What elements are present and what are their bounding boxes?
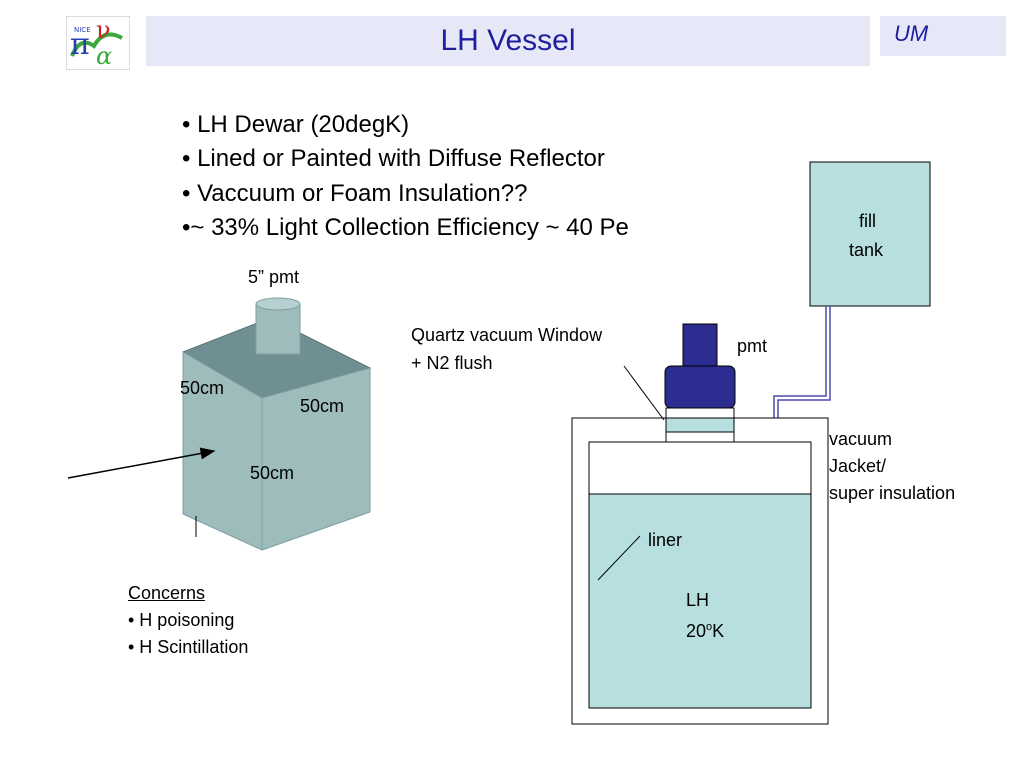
cube-dim-right: 50cm [300, 396, 345, 416]
liner-leader-line [597, 535, 641, 581]
lh-temp-unit: K [712, 621, 725, 641]
liner-label: liner [648, 530, 683, 550]
quartz-window-layer [665, 417, 735, 433]
window-label-line1: Quartz vacuum Window [411, 325, 603, 345]
window-leader-line [623, 365, 665, 421]
liquid-hydrogen [588, 493, 812, 709]
concerns-list: Concerns • H poisoning • H Scintillation [128, 580, 248, 661]
um-badge-label: UM [894, 21, 929, 46]
pmt-label: pmt [737, 336, 768, 356]
bullet-item: • Lined or Painted with Diffuse Reflecto… [182, 145, 605, 173]
lh-label: LH [686, 590, 710, 610]
cube-pmt-cylinder-top [255, 297, 301, 311]
page-title: LH Vessel [440, 24, 576, 57]
fill-tank [809, 161, 931, 307]
window-label-line2: + N2 flush [411, 353, 493, 373]
jacket-label-line3: super insulation [829, 483, 956, 503]
bullet-item: •~ 33% Light Collection Efficiency ~ 40 … [182, 214, 629, 242]
logo-text: NICE [74, 26, 91, 34]
bullet-list: • LH Dewar (20degK) • Lined or Painted w… [182, 108, 629, 246]
fill-tank-label-line2: tank [849, 240, 884, 260]
cube-dim-left: 50cm [180, 378, 225, 398]
concern-item: • H poisoning [128, 610, 235, 630]
cube-dim-front: 50cm [250, 463, 295, 483]
concerns-heading: Concerns [128, 583, 206, 603]
lh-temp-degree: o [706, 621, 713, 633]
cube-pmt-cylinder [255, 303, 301, 355]
concern-item: • H Scintillation [128, 637, 249, 657]
svg-text:α: α [96, 42, 112, 70]
pi-nu-logo-icon: π ν α NICE [65, 15, 131, 71]
lh-temp-value: 20 [686, 621, 707, 641]
title-bar: LH Vessel [146, 16, 870, 66]
pmt-body [664, 365, 736, 409]
um-badge: UM [880, 16, 1006, 56]
beam-arrow [67, 447, 216, 479]
fill-tank-label-line1: fill [859, 211, 876, 231]
cube-pmt-label: 5” pmt [248, 267, 300, 287]
jacket-label-line2: Jacket/ [829, 456, 887, 476]
svg-text:π: π [70, 27, 90, 62]
bullet-item: • LH Dewar (20degK) [182, 111, 410, 138]
pmt-neck [682, 323, 718, 369]
svg-text:ν: ν [96, 16, 111, 44]
jacket-label-line1: vacuum [829, 429, 893, 449]
lh-temperature-label: 20oK [686, 616, 724, 642]
bullet-item: • Vaccuum or Foam Insulation?? [182, 179, 528, 207]
